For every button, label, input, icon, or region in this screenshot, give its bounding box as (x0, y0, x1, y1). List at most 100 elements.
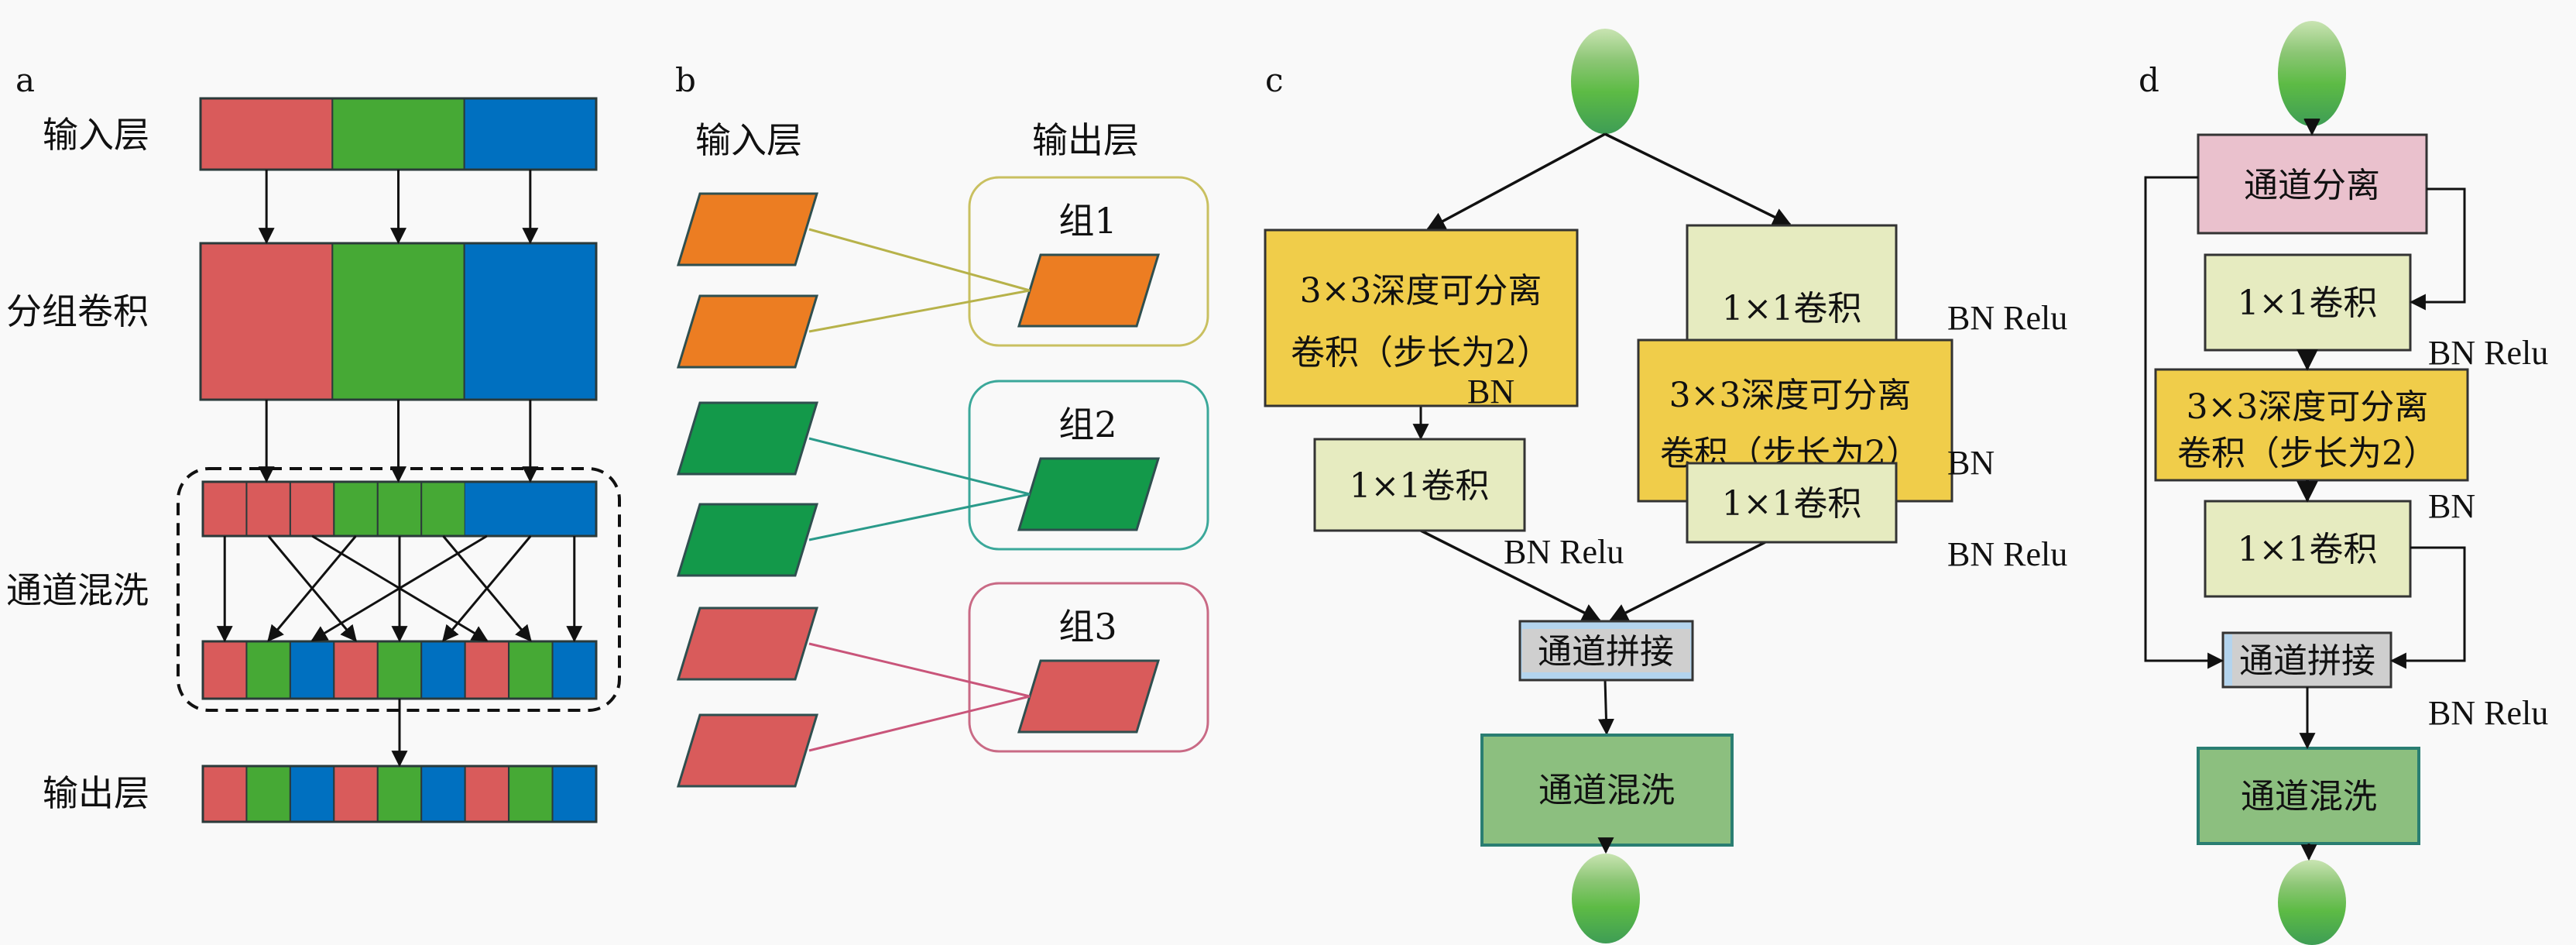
arrow-to-right-pwconv (1604, 132, 1792, 226)
left-dwconv-box: 3×3深度可分离 卷积（步长为2） (1264, 229, 1579, 407)
concat-text: 通道拼接 (1538, 632, 1674, 672)
arrow-right-to-concat (1608, 541, 1766, 622)
group-2-box (968, 380, 1209, 551)
shuffle-top-segment-red (245, 481, 291, 537)
panel-a-arrows (216, 170, 583, 768)
row-label-input-layer: 输入层 (43, 114, 149, 156)
shuffle-top-segment-green (376, 481, 423, 537)
shuffle-top-segment-blue (509, 482, 554, 536)
shuffle-top-segment-red (289, 481, 335, 537)
shuffle-bottom-segment-red (333, 641, 379, 699)
row-label-output-layer: 输出层 (43, 772, 149, 814)
output-layer-segment-blue (420, 765, 466, 823)
output-layer-segment-blue (551, 765, 597, 823)
pwconv1-text: 1×1卷积 (2238, 284, 2378, 323)
group-2-output-channel (1017, 457, 1161, 531)
panel-c-label: c (1265, 61, 1284, 99)
panel-d: d 通道分离 1×1卷积 BN Relu 3×3深度可分离 卷积（步长为2） B… (2139, 21, 2548, 945)
split-text: 通道分离 (2244, 166, 2380, 205)
concat-box: 通道拼接 (1518, 620, 1694, 682)
group-1-output-channel (1017, 253, 1161, 328)
output-layer-segment-green (376, 765, 423, 823)
right-pwconv1-text: 1×1卷积 (1722, 289, 1862, 328)
right-pwconv2-text: 1×1卷积 (1722, 484, 1862, 524)
split-box: 通道分离 (2197, 133, 2428, 235)
shuffle-arrow-7-to-5 (442, 535, 532, 642)
dwconv-box: 3×3深度可分离 卷积（步长为2） (2154, 368, 2469, 482)
output-layer-header: 输出层 (1032, 119, 1139, 161)
arrow-concat-to-shuffle (1597, 679, 1614, 736)
split-to-pwconv1-connector (2409, 187, 2466, 311)
output-layer-segment-red (333, 765, 379, 823)
group-1-label: 组1 (1058, 200, 1116, 242)
output-layer-segment-green (508, 765, 554, 823)
right-bn-note: BN (1947, 444, 1995, 482)
group-1-input-channel-1 (676, 192, 819, 266)
shuffle-arrow-6-to-2 (310, 534, 488, 642)
left-bn-note: BN (1467, 373, 1514, 411)
output-layer-segment-red (464, 765, 510, 823)
group-3-output-channel (1017, 659, 1161, 734)
arrow-to-left-dwconv (1425, 132, 1606, 231)
panel-a-label: a (15, 61, 35, 99)
shuffle-bottom-segment-red (202, 641, 248, 699)
pwconv2-to-concat-connector (2389, 546, 2466, 669)
group-3-label: 组3 (1058, 606, 1116, 648)
shuffle-bottom-segment-blue (420, 641, 466, 699)
shuffle-bottom-segment-blue (551, 641, 597, 699)
shuffle-box: 通道混洗 (2197, 747, 2420, 845)
input-layer-segment-red (200, 98, 334, 170)
shuffle-top-segment-red (202, 481, 248, 537)
shuffle-text: 通道混洗 (1538, 771, 1675, 810)
right-bn-relu-note-2: BN Relu (1947, 535, 2067, 573)
group-conv-segment-red (200, 242, 334, 400)
concat-box: 通道拼接 (2221, 631, 2392, 689)
pwconv1-box: 1×1卷积 (2204, 253, 2412, 352)
left-dwconv-line2: 卷积（步长为2） (1291, 333, 1551, 373)
input-node-circle (1571, 29, 1639, 134)
group-3-input-channel-1 (676, 607, 819, 681)
concat-text: 通道拼接 (2239, 641, 2375, 681)
group-conv-bar (199, 242, 598, 401)
right-pwconv2-box: 1×1卷积 (1686, 462, 1898, 544)
left-pwconv-text: 1×1卷积 (1350, 466, 1490, 506)
shuffle-bottom-segment-red (464, 641, 510, 699)
group-2-input-channel-2 (676, 503, 819, 577)
output-layer-segment-red (202, 765, 248, 823)
group-1-connection-2 (808, 289, 1031, 333)
row-label-group-conv: 分组卷积 (6, 290, 149, 332)
shuffle-bottom-segment-blue (289, 641, 335, 699)
input-layer-header: 输入层 (695, 119, 802, 161)
right-bn-relu-note-1: BN Relu (1947, 299, 2067, 337)
left-bn-relu-note: BN Relu (1504, 533, 1624, 571)
group-3-connection-2 (808, 695, 1031, 752)
shuffle-top-segment-blue (552, 482, 597, 536)
group-2-connection-2 (808, 493, 1031, 541)
input-layer-segment-blue (463, 98, 598, 170)
left-pwconv-box: 1×1卷积 (1313, 438, 1526, 532)
dwconv-line2: 卷积（步长为2） (2177, 434, 2437, 473)
input-node-circle (2278, 21, 2346, 126)
panel-a: a 输入层 分组卷积 通道混洗 输出层 (6, 61, 621, 823)
output-node-circle (1572, 854, 1640, 943)
group-3-input-channel-2 (676, 713, 819, 788)
shuffle-bottom-segment-green (376, 641, 423, 699)
input-layer-bar (199, 97, 598, 171)
group-3-box (968, 582, 1209, 753)
input-layer-segment-green (331, 98, 465, 170)
group-1-input-channel-2 (676, 294, 819, 369)
bn-relu-note-2: BN Relu (2428, 694, 2548, 732)
panel-d-label: d (2139, 61, 2159, 99)
group-conv-segment-blue (463, 242, 598, 400)
shuffle-top-segment-blue (465, 482, 510, 536)
group-2-connection-1 (808, 437, 1031, 496)
panel-c: c 3×3深度可分离 卷积（步长为2） BN 1×1卷积 BN Relu 1×1… (1264, 29, 2067, 943)
shuffle-bottom-segment-green (508, 641, 554, 699)
panel-b-label: b (675, 61, 696, 99)
arrow-left-to-concat (1420, 529, 1602, 622)
pwconv2-text: 1×1卷积 (2238, 530, 2378, 569)
shuffle-box: 通道混洗 (1480, 734, 1734, 847)
bn-note: BN (2428, 487, 2475, 525)
